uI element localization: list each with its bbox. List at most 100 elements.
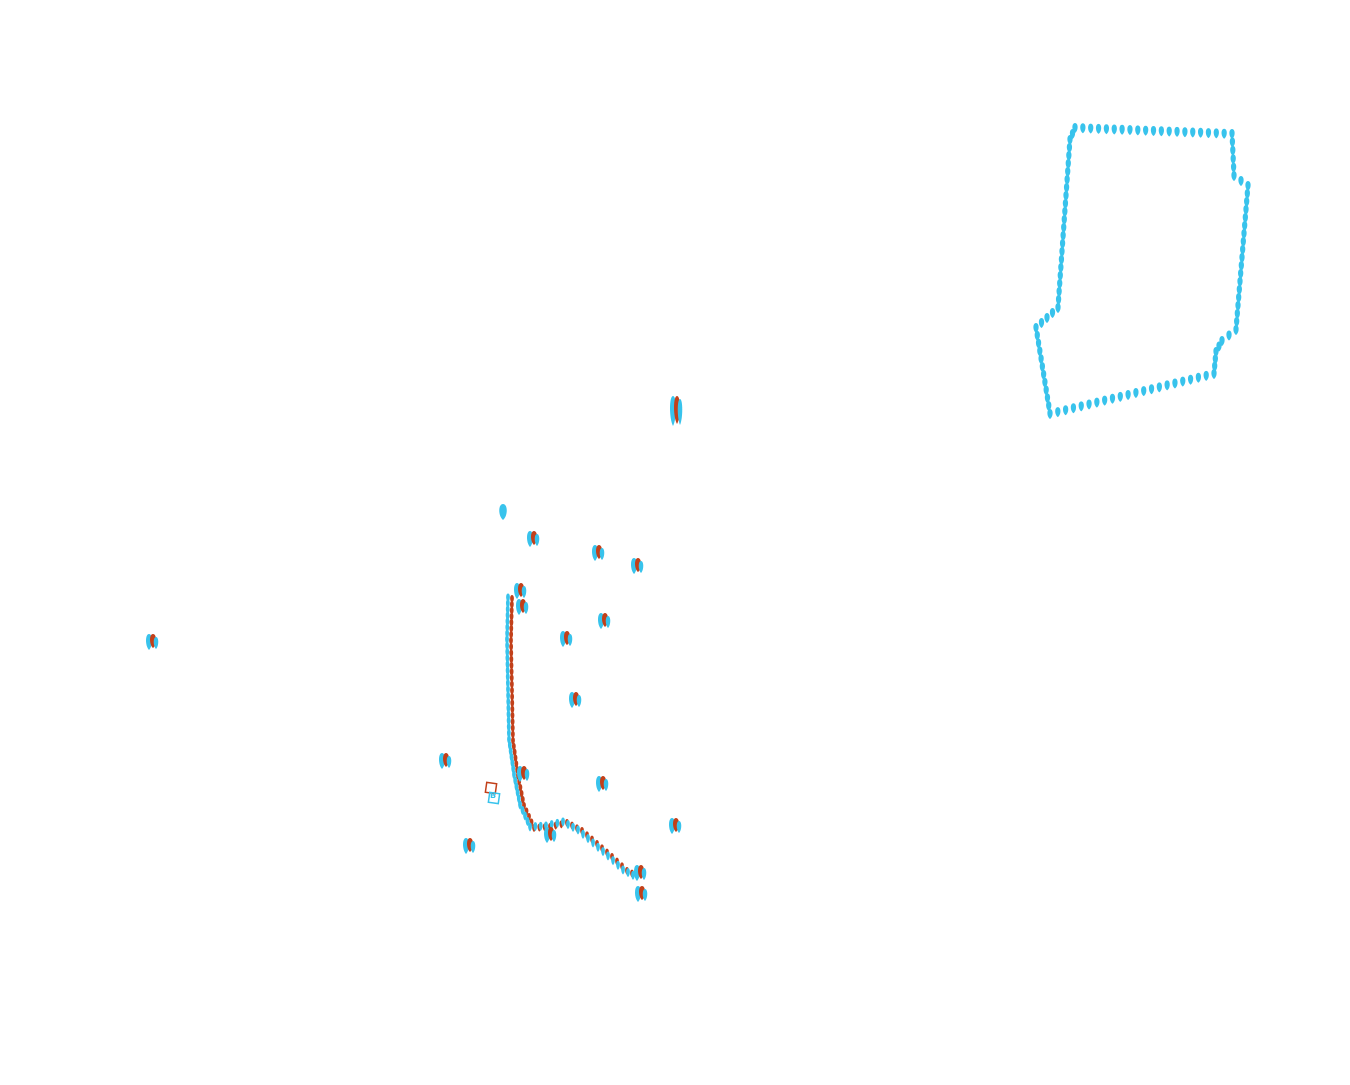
route-pin-icon[interactable]: [510, 693, 514, 702]
route-pin-icon[interactable]: [509, 662, 514, 670]
route-pin-icon[interactable]: [518, 800, 522, 810]
boundary-pin-icon[interactable]: [1172, 378, 1178, 389]
route-pin-icon[interactable]: [571, 822, 575, 832]
boundary-pin-icon[interactable]: [1039, 362, 1045, 373]
boundary-pin-icon[interactable]: [1043, 385, 1049, 396]
boundary-pin-icon[interactable]: [1111, 124, 1117, 135]
cluster-pin-icon[interactable]: [567, 634, 573, 646]
route-pin-icon[interactable]: [533, 822, 538, 832]
boundary-pin-icon[interactable]: [1133, 388, 1139, 399]
boundary-pin-icon[interactable]: [1243, 205, 1249, 215]
cluster-pin-icon[interactable]: [677, 399, 683, 425]
route-pin-icon[interactable]: [511, 730, 515, 739]
cluster-pin-icon[interactable]: [605, 616, 611, 628]
boundary-pin-icon[interactable]: [1148, 384, 1155, 395]
boundary-pin-icon[interactable]: [1187, 374, 1194, 385]
route-pin-icon[interactable]: [509, 631, 514, 639]
boundary-pin-icon[interactable]: [1080, 123, 1086, 134]
cluster-pin-icon[interactable]: [523, 602, 529, 614]
boundary-pin-icon[interactable]: [1061, 215, 1067, 225]
boundary-pin-icon[interactable]: [1056, 287, 1062, 297]
route-pin-icon[interactable]: [510, 712, 515, 720]
boundary-pin-icon[interactable]: [1109, 393, 1116, 404]
boundary-pin-icon[interactable]: [1242, 213, 1248, 223]
boundary-pin-icon[interactable]: [1059, 239, 1066, 249]
cluster-pin-icon[interactable]: [499, 504, 507, 520]
boundary-pin-icon[interactable]: [1164, 380, 1170, 391]
boundary-pin-icon[interactable]: [1236, 285, 1242, 295]
route-pin-icon[interactable]: [509, 619, 514, 627]
boundary-pin-icon[interactable]: [1055, 407, 1061, 418]
boundary-pin-icon[interactable]: [1037, 346, 1043, 357]
route-pin-icon[interactable]: [538, 821, 543, 831]
boundary-pin-icon[interactable]: [1236, 293, 1242, 303]
boundary-pin-icon[interactable]: [1049, 308, 1056, 318]
boundary-pin-icon[interactable]: [1244, 197, 1250, 207]
cluster-pin-icon[interactable]: [642, 889, 648, 901]
cluster-pin-icon[interactable]: [521, 586, 527, 598]
boundary-pin-icon[interactable]: [1230, 145, 1236, 156]
route-pin-icon[interactable]: [631, 870, 635, 880]
boundary-pin-icon[interactable]: [1190, 127, 1196, 138]
boundary-pin-icon[interactable]: [1103, 124, 1110, 135]
boundary-pin-icon[interactable]: [1203, 370, 1209, 381]
cluster-pin-icon[interactable]: [641, 868, 647, 880]
boundary-pin-icon[interactable]: [1044, 313, 1050, 323]
boundary-pin-icon[interactable]: [1242, 221, 1248, 231]
boundary-pin-icon[interactable]: [1195, 372, 1202, 383]
route-pin-icon[interactable]: [509, 607, 514, 615]
boundary-pin-icon[interactable]: [1065, 167, 1071, 177]
boundary-pin-icon[interactable]: [1241, 229, 1247, 239]
route-pin-icon[interactable]: [555, 818, 560, 828]
route-pin-icon[interactable]: [510, 718, 515, 727]
boundary-pin-icon[interactable]: [1057, 279, 1063, 289]
boundary-pin-icon[interactable]: [1197, 127, 1204, 138]
boundary-pin-icon[interactable]: [1038, 354, 1044, 365]
boundary-pin-icon[interactable]: [1238, 176, 1244, 186]
boundary-pin-icon[interactable]: [1064, 175, 1070, 185]
route-pin-icon[interactable]: [510, 687, 514, 695]
boundary-pin-icon[interactable]: [1211, 369, 1217, 379]
boundary-pin-icon[interactable]: [1221, 128, 1227, 139]
boundary-pin-icon[interactable]: [1235, 301, 1241, 311]
boundary-pin-icon[interactable]: [1063, 191, 1069, 201]
boundary-pin-icon[interactable]: [1063, 183, 1070, 193]
boundary-pin-icon[interactable]: [1094, 397, 1100, 408]
boundary-pin-icon[interactable]: [1245, 181, 1251, 191]
boundary-pin-icon[interactable]: [1166, 126, 1172, 137]
boundary-pin-icon[interactable]: [1041, 369, 1047, 380]
boundary-pin-icon[interactable]: [1119, 124, 1125, 135]
boundary-pin-icon[interactable]: [1055, 303, 1061, 313]
route-pin-icon[interactable]: [586, 834, 590, 844]
boundary-pin-icon[interactable]: [1234, 317, 1240, 327]
boundary-pin-icon[interactable]: [1062, 405, 1069, 416]
route-pin-icon[interactable]: [549, 820, 554, 830]
cluster-pin-icon[interactable]: [446, 756, 452, 768]
cluster-pin-icon[interactable]: [470, 841, 476, 853]
route-pin-icon[interactable]: [616, 860, 620, 870]
boundary-pin-icon[interactable]: [1065, 159, 1071, 169]
boundary-pin-icon[interactable]: [1156, 382, 1162, 393]
boundary-pin-icon[interactable]: [1058, 255, 1065, 265]
route-pin-icon[interactable]: [520, 806, 525, 815]
boundary-pin-icon[interactable]: [1240, 237, 1246, 247]
boundary-pin-icon[interactable]: [1047, 409, 1053, 419]
route-pin-icon[interactable]: [509, 637, 513, 645]
boundary-pin-icon[interactable]: [1226, 330, 1232, 341]
route-pin-icon[interactable]: [561, 817, 565, 827]
cluster-pin-icon[interactable]: [534, 534, 540, 546]
route-pin-icon[interactable]: [509, 649, 514, 658]
route-pin-icon[interactable]: [509, 643, 513, 652]
boundary-pin-icon[interactable]: [1061, 223, 1067, 233]
boundary-pin-icon[interactable]: [1033, 323, 1039, 333]
route-pin-icon[interactable]: [509, 601, 514, 609]
boundary-pin-icon[interactable]: [1237, 277, 1243, 287]
boundary-pin-icon[interactable]: [1059, 247, 1065, 257]
boundary-pin-icon[interactable]: [1135, 125, 1141, 136]
boundary-pin-icon[interactable]: [1038, 318, 1045, 328]
route-pin-icon[interactable]: [606, 851, 610, 861]
boundary-pin-icon[interactable]: [1062, 207, 1068, 217]
boundary-pin-icon[interactable]: [1102, 395, 1108, 406]
route-pin-icon[interactable]: [509, 655, 514, 664]
